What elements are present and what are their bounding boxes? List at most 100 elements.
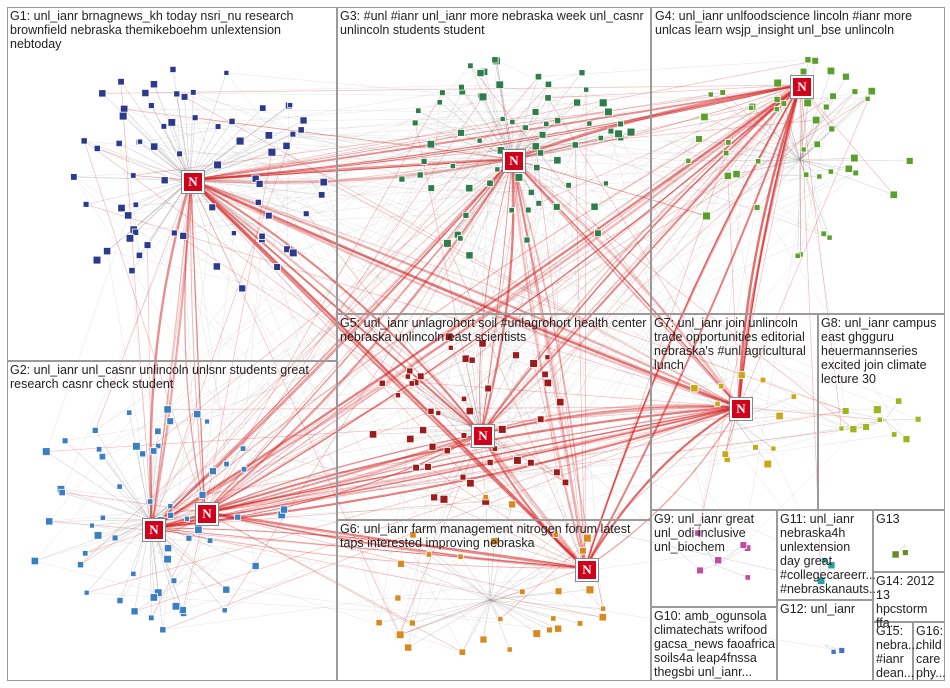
graph-node-g5[interactable] [478,339,487,348]
graph-node-g4[interactable] [827,168,834,175]
graph-node-g2[interactable] [76,561,85,569]
graph-node-g5[interactable] [541,370,549,379]
graph-node-g4[interactable] [867,86,876,96]
graph-node-g3[interactable] [462,211,470,219]
graph-node-g1[interactable] [132,201,140,208]
graph-node-g2[interactable] [167,503,174,510]
graph-node-g5[interactable] [439,494,449,504]
graph-node-g4[interactable] [700,112,709,122]
graph-node-g3[interactable] [398,175,406,183]
graph-node-g12[interactable] [838,647,846,654]
graph-node-g2[interactable] [163,405,172,414]
graph-node-g2[interactable] [154,427,162,435]
graph-node-g1[interactable] [169,65,177,73]
graph-node-g1[interactable] [273,263,281,271]
graph-node-g5[interactable] [368,430,378,439]
graph-node-g7[interactable] [690,384,699,393]
graph-node-g1[interactable] [287,102,294,109]
graph-node-g5[interactable] [408,380,416,387]
graph-node-g1[interactable] [255,179,264,188]
graph-node-g2[interactable] [61,437,69,445]
graph-node-g7[interactable] [752,443,759,451]
graph-node-g5[interactable] [416,372,425,381]
graph-node-g5[interactable] [529,359,538,368]
graph-node-g7[interactable] [737,370,746,379]
graph-node-g4[interactable] [773,95,781,104]
graph-node-g6[interactable] [457,553,464,560]
graph-node-g1[interactable] [265,211,273,220]
graph-node-g2[interactable] [171,602,181,611]
graph-node-g6[interactable] [508,500,517,509]
graph-node-g1[interactable] [118,111,128,121]
graph-node-g5[interactable] [435,410,442,416]
graph-node-g3[interactable] [457,235,464,242]
graph-node-g3[interactable] [626,127,636,137]
graph-node-g5[interactable] [468,356,476,364]
graph-node-g6[interactable] [408,619,416,627]
graph-node-g2[interactable] [170,577,178,585]
graph-node-g4[interactable] [889,190,898,199]
graph-node-g8[interactable] [876,416,883,423]
graph-node-g13[interactable] [891,550,900,559]
graph-node-g9[interactable] [694,529,702,537]
graph-node-g1[interactable] [230,230,237,237]
graph-node-g6[interactable] [582,533,592,543]
hub-node-g2a[interactable]: N [143,519,165,541]
graph-node-g5[interactable] [553,468,561,477]
graph-node-g7[interactable] [770,445,777,452]
graph-node-g4[interactable] [702,211,711,221]
graph-node-g4[interactable] [844,164,853,173]
graph-node-g3[interactable] [578,69,586,77]
graph-node-g1[interactable] [160,123,168,130]
graph-node-g2[interactable] [130,570,137,577]
graph-node-g1[interactable] [299,116,308,125]
graph-node-g4[interactable] [826,234,833,241]
graph-node-g3[interactable] [476,137,483,144]
graph-node-g2[interactable] [159,626,167,634]
graph-node-g6[interactable] [519,588,526,596]
graph-node-g3[interactable] [508,207,515,214]
graph-node-g1[interactable] [149,80,158,89]
graph-node-g3[interactable] [603,180,609,187]
graph-node-g5[interactable] [428,442,437,451]
hub-node-g6[interactable]: N [576,559,598,581]
graph-node-g4[interactable] [822,103,830,111]
graph-node-g8[interactable] [841,407,850,415]
graph-node-g2[interactable] [155,442,162,450]
graph-node-g2[interactable] [130,607,139,616]
graph-node-g2[interactable] [82,550,89,557]
graph-node-g6[interactable] [546,626,553,634]
graph-node-g4[interactable] [850,153,859,163]
graph-node-g3[interactable] [465,184,474,193]
graph-node-g6[interactable] [425,551,433,558]
graph-node-g3[interactable] [553,156,562,165]
graph-node-g3[interactable] [411,119,419,127]
graph-node-g6[interactable] [576,620,584,627]
graph-node-g4[interactable] [842,72,850,81]
graph-node-g1[interactable] [115,139,123,147]
graph-node-g9[interactable] [696,566,704,575]
graph-node-g1[interactable] [264,131,274,140]
graph-node-g5[interactable] [484,384,493,393]
graph-node-g2[interactable] [153,588,163,597]
graph-node-g2[interactable] [41,447,51,456]
graph-node-g6[interactable] [585,585,595,595]
graph-node-g2[interactable] [198,490,207,499]
graph-node-g7[interactable] [759,376,767,384]
graph-node-g4[interactable] [811,56,820,65]
graph-node-g5[interactable] [443,447,451,455]
graph-node-g8[interactable] [862,423,870,431]
graph-node-g3[interactable] [509,118,516,126]
graph-node-g5[interactable] [536,415,545,423]
graph-node-g3[interactable] [522,124,529,131]
graph-node-g7[interactable] [714,400,721,408]
graph-node-g4[interactable] [800,146,807,153]
graph-node-g5[interactable] [444,332,454,342]
graph-node-g3[interactable] [604,107,613,117]
graph-node-g2[interactable] [164,544,173,553]
graph-node-g2[interactable] [163,554,172,564]
hub-node-g5[interactable]: N [472,425,494,447]
graph-node-g4[interactable] [753,204,761,211]
graph-node-g3[interactable] [552,203,561,211]
graph-node-g1[interactable] [70,173,78,181]
